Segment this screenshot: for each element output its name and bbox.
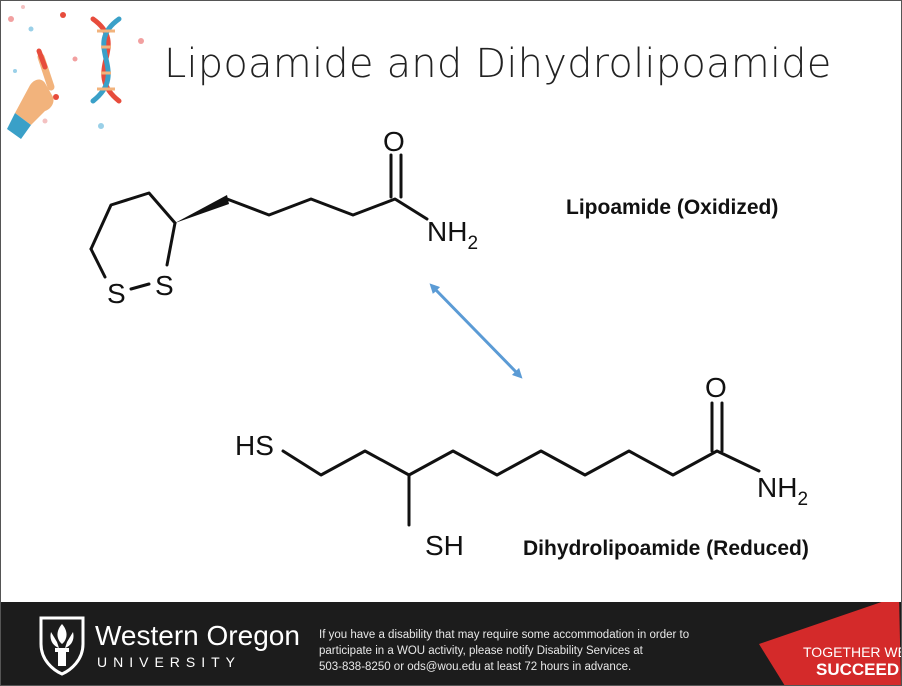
lipoamide-sulfur-right: S (155, 270, 174, 301)
dihydrolipoamide-amine-group: NH2 (757, 472, 808, 510)
hand-dna-illustration-icon (7, 5, 144, 139)
notice-line: participate in a WOU activity, please no… (319, 645, 643, 657)
double-headed-arrow-icon (429, 283, 523, 379)
dihydrolipoamide-oxygen-atom: O (705, 372, 727, 403)
lipoamide-structure: O NH2 S S (89, 126, 478, 309)
lipoamide-sulfur-left: S (107, 278, 126, 309)
tagline-line-1: TOGETHER WE (803, 644, 901, 660)
torch-shield-icon (39, 616, 85, 676)
notice-line: 503-838-8250 or ods@wou.edu at least 72 … (319, 661, 632, 673)
dihydrolipoamide-structure: HS SH O NH2 (235, 372, 808, 561)
disability-notice: If you have a disability that may requir… (319, 627, 759, 675)
tagline-line-2: SUCCEED (816, 660, 900, 679)
university-subtitle: UNIVERSITY (97, 654, 242, 670)
lipoamide-amine-group: NH2 (427, 216, 478, 254)
red-accent-shape (759, 602, 901, 685)
lipoamide-oxygen-atom: O (383, 126, 405, 157)
slide-title: Lipoamide and Dihydrolipoamide (164, 41, 832, 87)
dihydrolipoamide-label: Dihydrolipoamide (Reduced) (523, 537, 809, 560)
university-name: Western Oregon (95, 620, 300, 651)
dihydrolipoamide-terminal-thiol: HS (235, 430, 274, 461)
dihydrolipoamide-branch-thiol: SH (425, 530, 464, 561)
footer-bar: Western Oregon UNIVERSITY If you have a … (1, 602, 901, 685)
lipoamide-label: Lipoamide (Oxidized) (566, 196, 779, 219)
notice-line: If you have a disability that may requir… (319, 629, 690, 641)
